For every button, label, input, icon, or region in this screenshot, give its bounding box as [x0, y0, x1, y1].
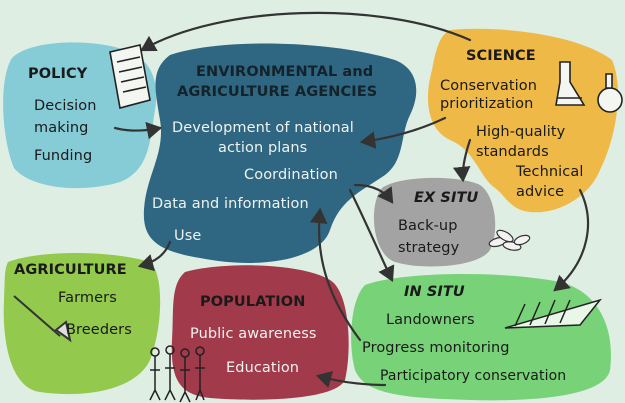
arrow-science-insitu: [553, 188, 590, 292]
arrow-science-policy: [140, 11, 472, 52]
science-item-advice: advice: [516, 184, 565, 200]
population-title: POPULATION: [200, 294, 306, 310]
science-item-standards: standards: [476, 144, 549, 160]
ex-situ-item-backup: Back-up: [398, 218, 458, 234]
document-icon: [109, 44, 151, 109]
population-item-public-awareness: Public awareness: [190, 326, 317, 342]
science-item-prioritization: prioritization: [440, 96, 534, 112]
agencies-item-use: Use: [174, 228, 202, 244]
seeds-icon: [488, 229, 531, 251]
round-flask-icon: [597, 73, 623, 113]
people-icon: [149, 345, 205, 403]
agriculture-item-breeders: Breeders: [66, 322, 132, 338]
agriculture-blob: [3, 253, 161, 395]
policy-title: POLICY: [28, 66, 88, 82]
science-item-technical: Technical: [516, 164, 584, 180]
arrow-policy-agencies: [113, 121, 163, 140]
in-situ-title: IN SITU: [404, 284, 465, 300]
in-situ-item-landowners: Landowners: [386, 312, 475, 328]
arrow-coordination-exsitu: [353, 183, 394, 204]
agriculture-item-farmers: Farmers: [58, 290, 117, 306]
arrow-coordination-insitu: [348, 188, 395, 282]
agencies-item-data: Data and information: [152, 196, 309, 212]
flask-icon: [555, 61, 586, 106]
agencies-title-line1: ENVIRONMENTAL and: [196, 64, 374, 80]
ex-situ-blob: [373, 177, 496, 267]
arrow-science-agencies: [359, 116, 447, 149]
in-situ-item-progress-monitoring: Progress monitoring: [362, 340, 510, 356]
agencies-blob: [143, 43, 417, 263]
arrow-insitu-population: [315, 370, 387, 388]
agencies-item-action-plans: action plans: [218, 140, 308, 156]
agencies-item-development: Development of national: [172, 120, 354, 136]
arrow-insitu-agencies: [309, 207, 362, 342]
in-situ-item-participatory: Participatory conservation: [380, 368, 567, 384]
policy-item-funding: Funding: [34, 148, 93, 164]
ex-situ-title: EX SITU: [414, 190, 479, 206]
science-title: SCIENCE: [466, 48, 536, 64]
agencies-item-coordination: Coordination: [244, 167, 338, 183]
agencies-title-line2: AGRICULTURE AGENCIES: [177, 84, 378, 100]
population-item-education: Education: [226, 360, 300, 376]
field-icon: [504, 298, 603, 329]
policy-item-decision: Decision: [34, 98, 97, 114]
science-item-high-quality: High-quality: [476, 124, 566, 140]
arrow-science-exsitu: [452, 138, 472, 183]
hoe-icon: [13, 295, 72, 343]
agriculture-title: AGRICULTURE: [14, 262, 127, 278]
arrow-use-agriculture: [137, 240, 172, 272]
ex-situ-item-strategy: strategy: [398, 240, 460, 256]
in-situ-blob: [351, 274, 611, 401]
population-blob: [171, 265, 349, 400]
policy-item-making: making: [34, 120, 89, 136]
science-item-conservation: Conservation: [440, 78, 538, 94]
